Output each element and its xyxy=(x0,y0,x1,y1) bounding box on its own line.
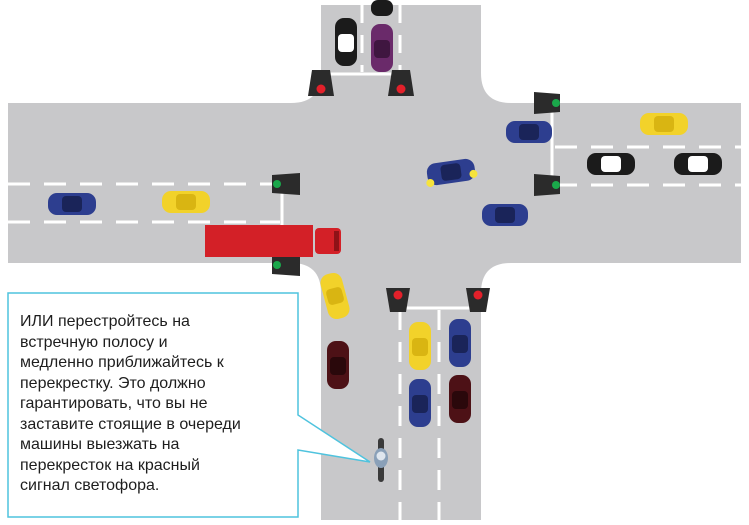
car-purple-north xyxy=(371,24,393,72)
corner-se xyxy=(481,263,511,293)
callout-line: медленно приближайтесь к xyxy=(20,354,224,371)
callout-text: ИЛИ перестройтесь на встречную полосу и … xyxy=(20,312,290,497)
cars xyxy=(48,0,722,427)
car-yellow-east xyxy=(640,113,688,135)
traffic-light-west-bottom xyxy=(272,254,300,276)
car-yellow-south-turning xyxy=(320,272,350,320)
car-black-east-1 xyxy=(587,153,635,175)
car-black-north xyxy=(335,18,357,66)
callout-box xyxy=(7,292,371,518)
car-yellow-west xyxy=(162,191,210,213)
traffic-light-south-left xyxy=(386,288,410,312)
car-maroon-south-left xyxy=(327,341,349,389)
callout-line: встречную полосу и xyxy=(20,333,168,351)
callout-line: машины выезжать на xyxy=(20,436,180,453)
car-blue-east-2 xyxy=(482,204,528,226)
callout-line: перекресток на красный xyxy=(20,456,200,474)
car-yellow-south-mid xyxy=(409,322,431,370)
car-blue-south-right xyxy=(449,319,471,367)
car-blue-turning xyxy=(426,158,478,187)
traffic-light-east-top xyxy=(534,92,560,114)
traffic-light-east-bottom xyxy=(534,174,560,196)
motorcycle-icon xyxy=(374,438,388,482)
truck xyxy=(205,225,341,257)
callout-line: гарантировать, что вы не xyxy=(20,395,208,412)
traffic-light-north-right xyxy=(388,70,414,96)
traffic-light-west-top xyxy=(272,173,300,195)
callout-line: заставите стоящие в очереди xyxy=(20,415,241,433)
corner-sw xyxy=(291,263,321,293)
car-black-north-top xyxy=(371,0,393,16)
car-blue-west xyxy=(48,193,96,215)
car-black-east-2 xyxy=(674,153,722,175)
callout-line: перекрестку. Это должно xyxy=(20,374,206,392)
traffic-lights xyxy=(272,70,560,312)
traffic-light-north-left xyxy=(308,70,334,96)
corner-ne xyxy=(481,73,511,103)
car-maroon-south-right xyxy=(449,375,471,423)
car-blue-south-mid-2 xyxy=(409,379,431,427)
callout-line: сигнал светофора. xyxy=(20,477,160,494)
traffic-light-south-right xyxy=(466,288,490,312)
car-blue-east-1 xyxy=(506,121,552,143)
callout-line: ИЛИ перестройтесь на xyxy=(20,313,190,330)
truck-trailer xyxy=(205,225,313,257)
